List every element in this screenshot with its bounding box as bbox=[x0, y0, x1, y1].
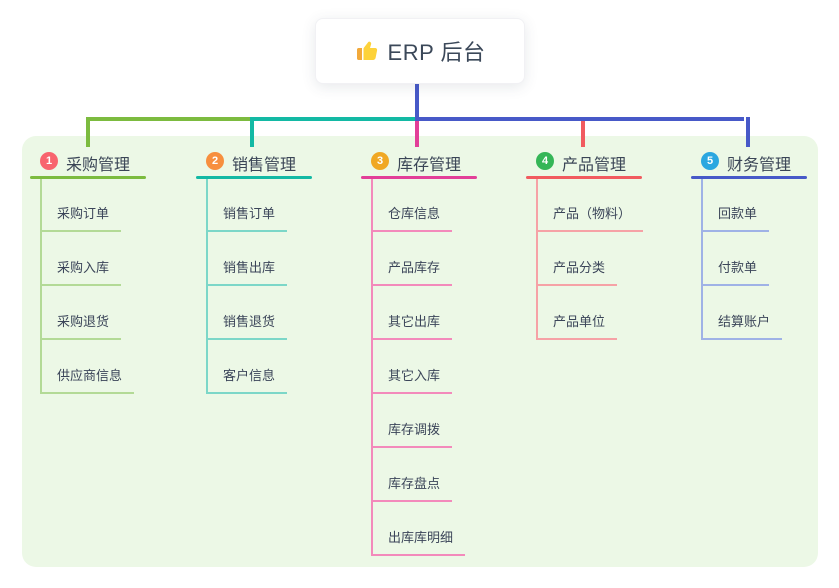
branch-connector-line bbox=[415, 117, 744, 121]
branch-number-badge: 5 bbox=[701, 152, 719, 170]
child-node[interactable]: 采购订单 bbox=[40, 204, 122, 232]
branch-column: 5 财务管理 回款单付款单结算账户 bbox=[691, 147, 839, 567]
child-node[interactable]: 客户信息 bbox=[206, 366, 288, 394]
child-node[interactable]: 付款单 bbox=[701, 258, 770, 286]
child-node[interactable]: 产品分类 bbox=[536, 258, 618, 286]
branch-connector-line bbox=[86, 117, 90, 147]
branch-connector-line bbox=[206, 179, 208, 393]
child-node[interactable]: 供应商信息 bbox=[40, 366, 135, 394]
branch-column: 1 采购管理 采购订单采购入库采购退货供应商信息 bbox=[30, 147, 185, 567]
child-node[interactable]: 采购退货 bbox=[40, 312, 122, 340]
branch-column: 4 产品管理 产品（物料） 产品分类产品单位 bbox=[526, 147, 681, 567]
child-node[interactable]: 产品（物料） bbox=[536, 204, 644, 232]
branch-underline bbox=[691, 176, 807, 179]
child-node[interactable]: 仓库信息 bbox=[371, 204, 453, 232]
branch-connector-line bbox=[250, 117, 254, 147]
branch-connector-line bbox=[581, 117, 585, 147]
child-node[interactable]: 产品库存 bbox=[371, 258, 453, 286]
child-node[interactable]: 库存调拨 bbox=[371, 420, 453, 448]
branch-title[interactable]: 库存管理 bbox=[397, 157, 462, 174]
child-node[interactable]: 采购入库 bbox=[40, 258, 122, 286]
branch-title[interactable]: 销售管理 bbox=[232, 157, 297, 174]
child-node[interactable]: 库存盘点 bbox=[371, 474, 453, 502]
branch-connector-line bbox=[536, 179, 538, 339]
child-node[interactable]: 其它出库 bbox=[371, 312, 453, 340]
branch-column: 2 销售管理 销售订单销售出库销售退货客户信息 bbox=[196, 147, 351, 567]
child-node[interactable]: 回款单 bbox=[701, 204, 770, 232]
branch-title[interactable]: 采购管理 bbox=[66, 157, 131, 174]
branch-number-badge: 2 bbox=[206, 152, 224, 170]
branch-connector-line bbox=[415, 117, 419, 147]
branch-number-badge: 3 bbox=[371, 152, 389, 170]
branch-connector-line bbox=[371, 179, 373, 555]
branch-underline bbox=[30, 176, 146, 179]
branch-column: 3 库存管理 仓库信息产品库存其它出库其它入库库存调拨库存盘点出库库明细 bbox=[361, 147, 516, 567]
branch-number-badge: 4 bbox=[536, 152, 554, 170]
branch-number-badge: 1 bbox=[40, 152, 58, 170]
child-node[interactable]: 产品单位 bbox=[536, 312, 618, 340]
branch-connector-line bbox=[250, 117, 419, 121]
child-node[interactable]: 结算账户 bbox=[701, 312, 783, 340]
thumbs-up-icon bbox=[356, 41, 377, 60]
child-node[interactable]: 其它入库 bbox=[371, 366, 453, 394]
root-node[interactable]: ERP 后台 bbox=[315, 18, 525, 84]
branch-connector-line bbox=[40, 179, 42, 393]
child-node[interactable]: 销售出库 bbox=[206, 258, 288, 286]
branches-panel bbox=[22, 136, 818, 567]
child-node[interactable]: 销售订单 bbox=[206, 204, 288, 232]
branch-connector-line bbox=[701, 179, 703, 339]
child-node[interactable]: 销售退货 bbox=[206, 312, 288, 340]
branch-title[interactable]: 产品管理 bbox=[562, 157, 627, 174]
branch-connector-line bbox=[415, 82, 419, 119]
branch-title[interactable]: 财务管理 bbox=[727, 157, 792, 174]
branch-underline bbox=[196, 176, 312, 179]
branch-underline bbox=[526, 176, 642, 179]
child-node[interactable]: 出库库明细 bbox=[371, 528, 466, 556]
branch-connector-line bbox=[746, 117, 750, 147]
root-title: ERP 后台 bbox=[387, 40, 486, 65]
branch-underline bbox=[361, 176, 477, 179]
